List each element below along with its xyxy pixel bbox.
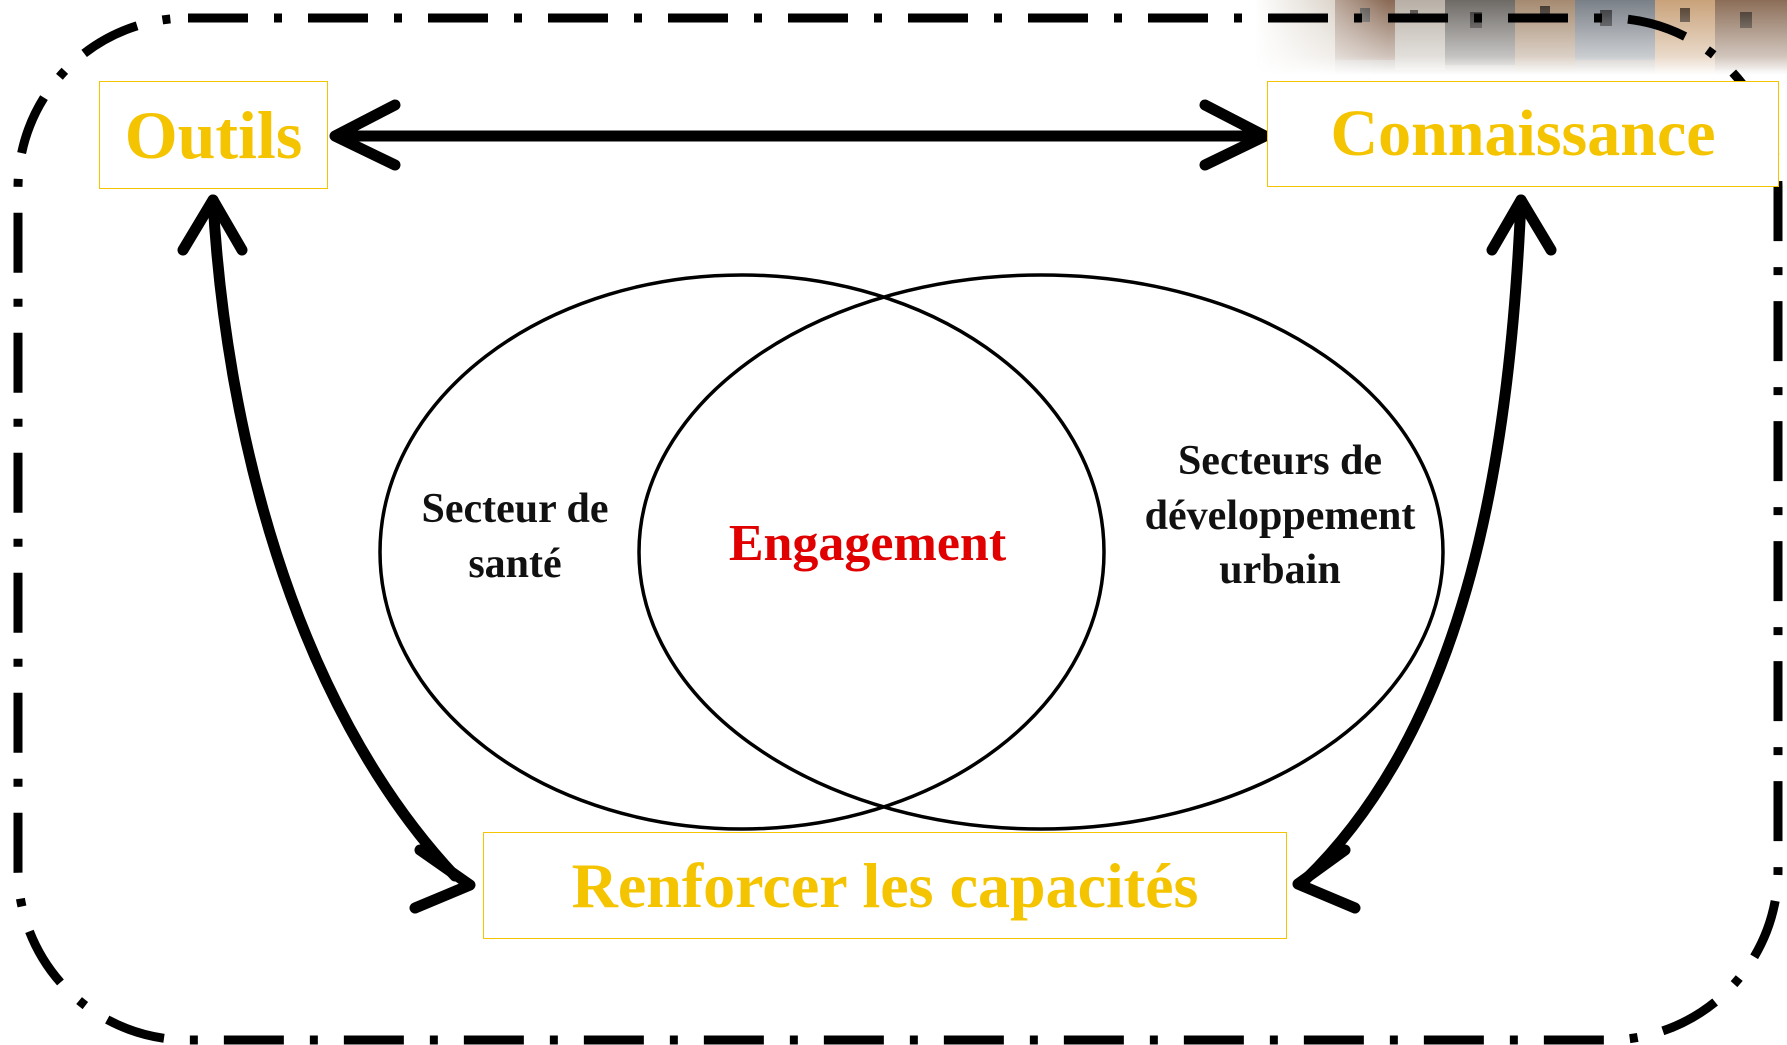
node-renforcer-capacites: Renforcer les capacités [483, 832, 1287, 939]
node-renforcer-label: Renforcer les capacités [571, 849, 1199, 921]
arrow-outils-renforcer [177, 194, 476, 914]
venn-label-health-line2: santé [468, 540, 562, 587]
venn-circle-health [378, 273, 1106, 831]
node-outils: Outils [99, 81, 328, 189]
node-connaissance-label: Connaissance [1330, 97, 1716, 170]
venn-circle-urban [637, 273, 1445, 831]
venn-label-health: Secteur de santé [395, 482, 635, 591]
venn-label-health-line1: Secteur de [421, 486, 609, 532]
venn-label-urban-line2: développement [1144, 492, 1416, 539]
venn-label-urban: Secteurs de développement urbain [1115, 434, 1445, 598]
city-street-photo [1255, 0, 1787, 75]
arrow-connaissance-renforcer [1292, 194, 1557, 914]
venn-label-engagement: Engagement [700, 510, 1035, 578]
venn-label-urban-line3: urbain [1219, 547, 1341, 594]
node-connaissance: Connaissance [1267, 81, 1779, 187]
node-outils-label: Outils [124, 96, 303, 173]
venn-label-urban-line1: Secteurs de [1177, 438, 1383, 484]
arrow-outils-connaissance [329, 99, 1271, 171]
venn-label-engagement-text: Engagement [728, 515, 1007, 572]
